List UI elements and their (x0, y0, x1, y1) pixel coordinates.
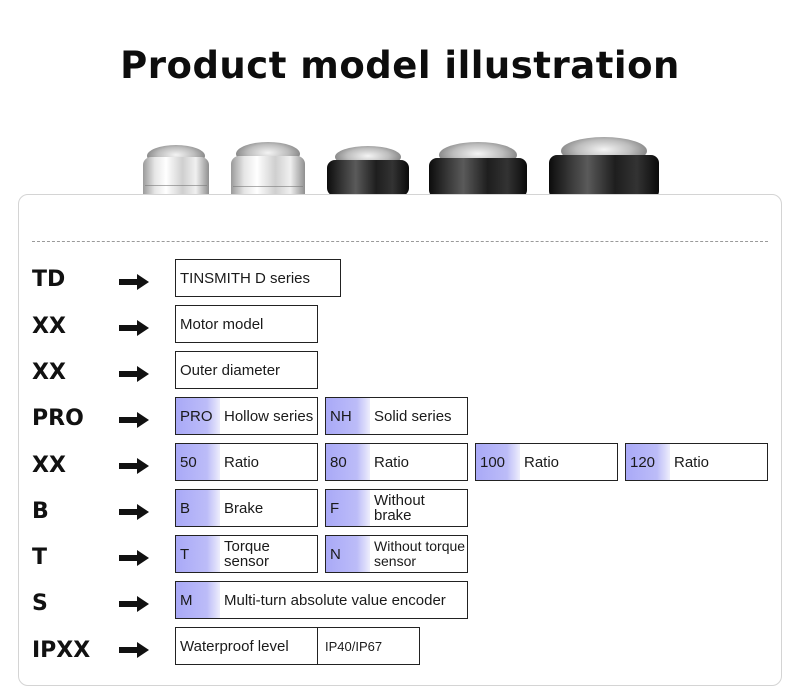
option-code: 120 (626, 444, 670, 480)
code-segment-ratio: XX (32, 453, 66, 478)
option-ratio-80: 80 Ratio (325, 443, 468, 481)
code-segment-diameter: XX (32, 360, 66, 385)
option-desc: Ratio (674, 453, 710, 471)
option-code: 50 (176, 444, 220, 480)
option-desc: Ratio (224, 453, 260, 471)
option-code: B (176, 490, 220, 526)
option-code: 80 (326, 444, 370, 480)
waterproof-value: IP40/IP67 (325, 638, 383, 654)
option-ratio-100: 100 Ratio (475, 443, 618, 481)
motor-model-label: Motor model (180, 315, 264, 333)
option-desc: Ratio (374, 453, 410, 471)
right-arrow-icon (119, 412, 149, 428)
option-desc: Solid series (374, 407, 452, 425)
option-solid: NH Solid series (325, 397, 468, 435)
option-desc: Hollow series (224, 407, 314, 425)
series-label: TINSMITH D series (180, 269, 311, 287)
option-desc: Brake (224, 499, 264, 517)
option-code: NH (326, 398, 370, 434)
right-arrow-icon (119, 320, 149, 336)
waterproof-label: Waterproof level (180, 637, 289, 655)
right-arrow-icon (119, 458, 149, 474)
option-brake: B Brake (175, 489, 318, 527)
page-title: Product model illustration (120, 44, 680, 87)
right-arrow-icon (119, 366, 149, 382)
code-segment-encoder: S (32, 591, 48, 616)
option-code: M (176, 582, 220, 618)
option-without-torque-sensor: N Without torque sensor (325, 535, 468, 573)
right-arrow-icon (119, 550, 149, 566)
outer-diameter-label: Outer diameter (180, 361, 281, 379)
option-desc: Without brake (374, 492, 425, 524)
code-segment-brake: B (32, 499, 49, 524)
outer-diameter-box: Outer diameter (175, 351, 318, 389)
option-encoder: M Multi-turn absolute value encoder (175, 581, 468, 619)
series-box: TINSMITH D series (175, 259, 341, 297)
option-code: T (176, 536, 220, 572)
option-without-brake: F Without brake (325, 489, 468, 527)
right-arrow-icon (119, 504, 149, 520)
option-desc: Ratio (524, 453, 560, 471)
option-hollow: PRO Hollow series (175, 397, 318, 435)
code-segment-td: TD (32, 267, 66, 292)
right-arrow-icon (119, 642, 149, 658)
option-torque-sensor: T Torque sensor (175, 535, 318, 573)
option-code: N (326, 536, 370, 572)
waterproof-divider (317, 628, 318, 664)
waterproof-box: Waterproof level IP40/IP67 (175, 627, 420, 665)
option-desc: Torque sensor (224, 538, 270, 570)
option-code: F (326, 490, 370, 526)
option-desc: Multi-turn absolute value encoder (224, 591, 446, 609)
option-ratio-50: 50 Ratio (175, 443, 318, 481)
motor-model-box: Motor model (175, 305, 318, 343)
option-code: PRO (176, 398, 220, 434)
code-segment-ip: IPXX (32, 638, 91, 663)
right-arrow-icon (119, 596, 149, 612)
option-desc: Without torque sensor (374, 538, 466, 569)
right-arrow-icon (119, 274, 149, 290)
code-segment-motor: XX (32, 314, 66, 339)
code-segment-torque: T (32, 545, 48, 570)
option-code: 100 (476, 444, 520, 480)
option-ratio-120: 120 Ratio (625, 443, 768, 481)
code-segment-pro: PRO (32, 406, 84, 431)
dashed-divider (32, 241, 768, 242)
